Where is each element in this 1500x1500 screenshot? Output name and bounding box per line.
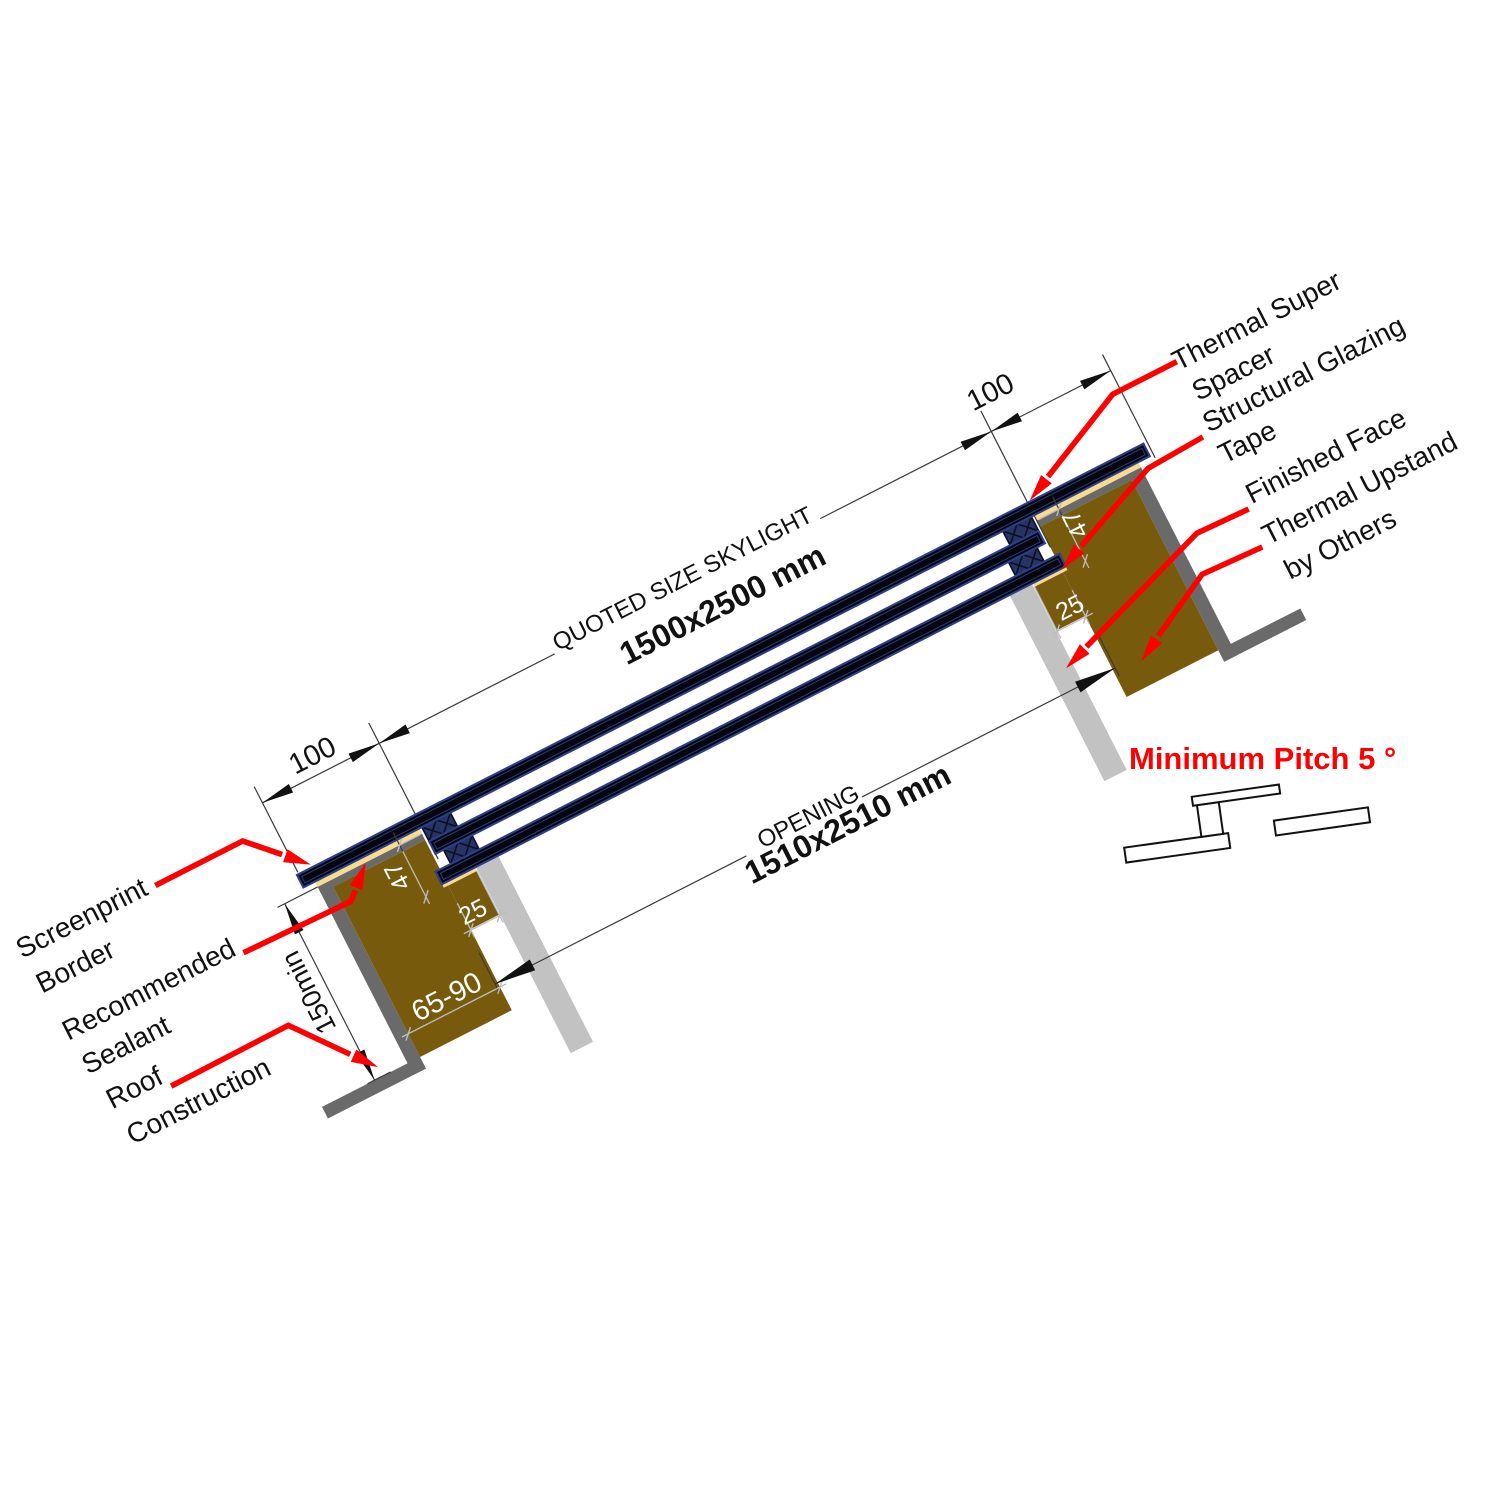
svg-text:Minimum Pitch 5 °: Minimum Pitch 5 ° [1129,741,1396,776]
